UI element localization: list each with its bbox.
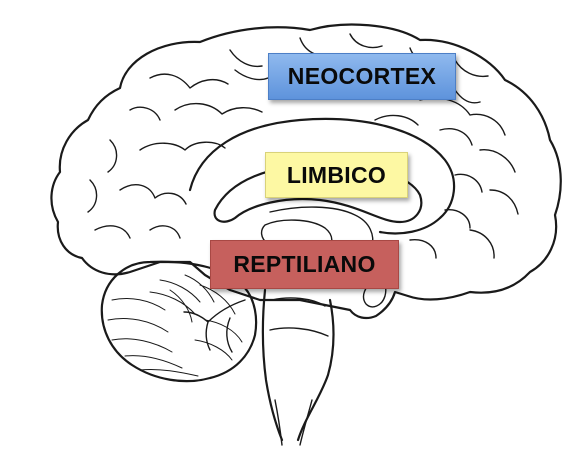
brainstem: [261, 288, 335, 442]
pons: [269, 297, 329, 337]
cortex-gyri-top: [87, 33, 519, 259]
reptiliano-label: REPTILIANO: [210, 240, 399, 289]
fornix: [269, 206, 374, 249]
cerebrum-outline: [50, 23, 562, 320]
neocortex-label: NEOCORTEX: [268, 53, 456, 100]
cerebellum-folia: [107, 274, 243, 377]
cingulate-contour: [188, 117, 456, 235]
cortex-gyri-inner: [94, 69, 483, 259]
limbico-label: LIMBICO: [265, 152, 408, 198]
spinal-cord: [274, 399, 313, 446]
arbor-vitae: [183, 299, 246, 353]
